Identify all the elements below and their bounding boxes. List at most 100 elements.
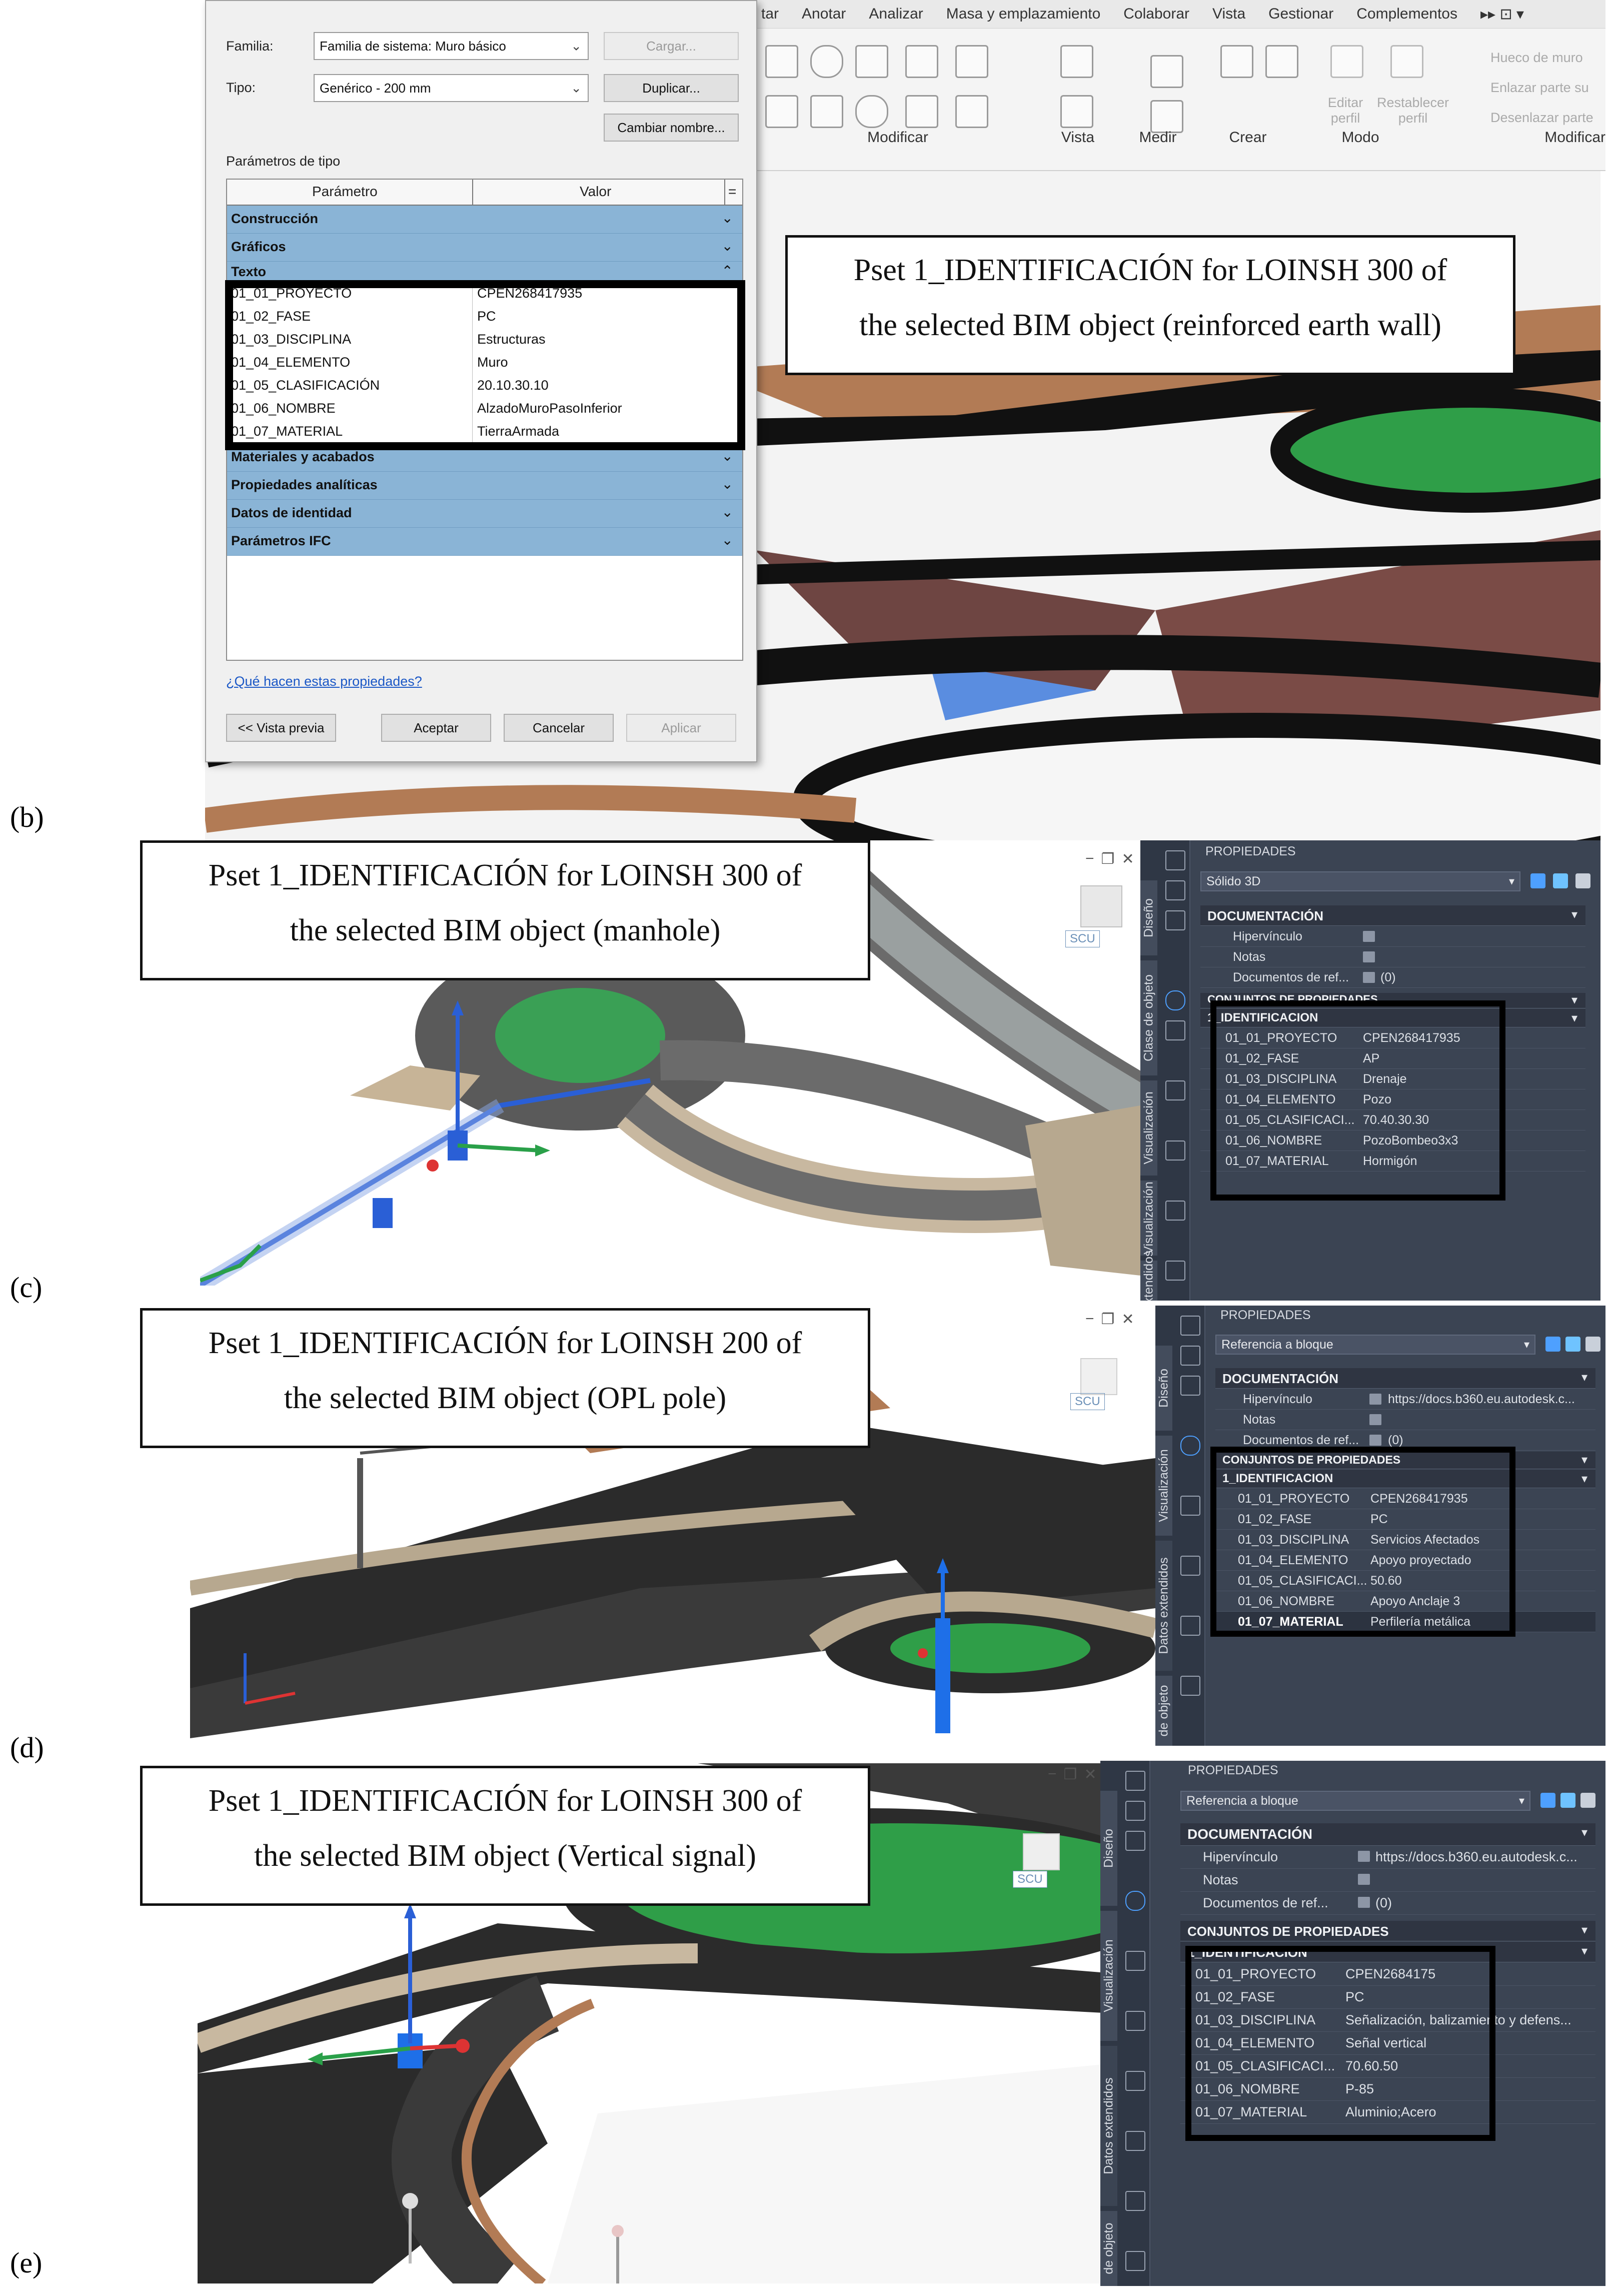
object-type-dropdown[interactable]: Referencia a bloque▾ <box>1180 1791 1530 1811</box>
tool-icon[interactable] <box>1125 2251 1145 2271</box>
viewcube-label[interactable]: SCU <box>1065 930 1100 947</box>
section-identificacion[interactable]: 1_IDENTIFICACION▾ <box>1180 1942 1595 1962</box>
dimension-icon[interactable] <box>1150 100 1183 133</box>
tool-icon[interactable] <box>1165 1201 1185 1221</box>
tool-icon[interactable] <box>1125 1951 1145 1971</box>
cargar-button[interactable]: Cargar... <box>604 32 739 60</box>
close-icon[interactable]: ✕ <box>1121 1311 1134 1328</box>
close-icon[interactable]: ✕ <box>1121 851 1134 867</box>
offset-icon[interactable] <box>810 95 843 128</box>
select-objects-icon[interactable] <box>1553 873 1568 888</box>
object-type-dropdown[interactable]: Sólido 3D▾ <box>1200 871 1520 891</box>
tool-icon[interactable] <box>1165 1140 1185 1161</box>
tool-icon[interactable] <box>1125 2071 1145 2091</box>
link-part-item[interactable]: Enlazar parte su <box>1490 80 1589 95</box>
tool-icon[interactable] <box>1165 1020 1185 1040</box>
ribbon-tab-analizar[interactable]: Analizar <box>869 6 923 22</box>
globe-icon[interactable] <box>1125 1891 1145 1911</box>
minimize-icon[interactable]: − <box>1085 850 1094 867</box>
trim-icon[interactable] <box>905 45 938 78</box>
ribbon-tab-vista[interactable]: Vista <box>1212 6 1246 22</box>
layer-icon[interactable] <box>1125 1801 1145 1821</box>
ribbon-tab-complementos[interactable]: Complementos <box>1356 6 1457 22</box>
quick-select-icon[interactable] <box>1530 873 1545 888</box>
duplicar-button[interactable]: Duplicar... <box>604 74 739 102</box>
group-construccion[interactable]: Construcción⌄ <box>227 206 742 234</box>
doc-row[interactable]: Documentos de ref...(0) <box>1215 1430 1595 1451</box>
minimize-icon[interactable]: − <box>1085 1311 1094 1327</box>
group-graficos[interactable]: Gráficos⌄ <box>227 234 742 262</box>
layer-icon[interactable] <box>1180 1346 1200 1366</box>
viewcube[interactable] <box>1080 1358 1117 1395</box>
aplicar-button[interactable]: Aplicar <box>626 714 736 742</box>
select-objects-icon[interactable] <box>1560 1793 1575 1808</box>
panel-e-properties-palette[interactable]: Diseño Visualización Datos extendidos de… <box>1100 1761 1605 2286</box>
tool-icon[interactable] <box>1180 1556 1200 1576</box>
wall-opening-item[interactable]: Hueco de muro <box>1490 50 1583 65</box>
tipo-select[interactable]: Genérico - 200 mm⌄ <box>314 74 589 102</box>
tool-icon[interactable] <box>1165 1261 1185 1281</box>
toggle-pickadd-icon[interactable] <box>1580 1793 1595 1808</box>
section-documentacion[interactable]: DOCUMENTACIÓN▾ <box>1215 1368 1595 1389</box>
tool-icon[interactable] <box>1125 2131 1145 2151</box>
group-propiedades-analiticas[interactable]: Propiedades analíticas⌄ <box>227 472 742 500</box>
section-identificacion[interactable]: 1_IDENTIFICACION▾ <box>1200 1009 1585 1027</box>
ribbon-tab-anotar[interactable]: Anotar <box>802 6 846 22</box>
side-tab-datos-extendidos[interactable]: Datos extendidos <box>1100 2046 1117 2206</box>
aceptar-button[interactable]: Aceptar <box>381 714 491 742</box>
group-parametros-ifc[interactable]: Parámetros IFC⌄ <box>227 528 742 556</box>
side-tab-visualizacion[interactable]: Visualización <box>1100 1911 1117 2041</box>
restore-icon[interactable]: ❐ <box>1101 1311 1115 1328</box>
ribbon-tab-masa[interactable]: Masa y emplazamiento <box>946 6 1101 22</box>
property-row[interactable]: 01_05_CLASIFICACI...70.40.30.30 <box>1200 1110 1585 1130</box>
side-tab-visualizacion[interactable]: Visualización <box>1140 1080 1157 1176</box>
properties-icon[interactable] <box>1180 1376 1200 1396</box>
side-tab-visualizacion-2[interactable]: Visualización <box>1140 1181 1157 1256</box>
array-icon[interactable] <box>905 95 938 128</box>
section-conjuntos[interactable]: CONJUNTOS DE PROPIEDADES▾ <box>1215 1452 1595 1469</box>
doc-row[interactable]: Hipervínculo <box>1200 926 1585 947</box>
side-tab-visualizacion[interactable]: Visualización <box>1155 1436 1172 1536</box>
viewcube-label[interactable]: SCU <box>1070 1393 1105 1410</box>
split-icon[interactable] <box>955 45 988 78</box>
object-type-dropdown[interactable]: Referencia a bloque▾ <box>1215 1335 1535 1355</box>
viewcube-label[interactable]: SCU <box>1013 1871 1047 1888</box>
doc-row[interactable]: Notas <box>1215 1410 1595 1430</box>
toggle-pickadd-icon[interactable] <box>1575 873 1590 888</box>
unlink-part-item[interactable]: Desenlazar parte <box>1490 110 1593 125</box>
restore-icon[interactable]: ❐ <box>1101 851 1115 867</box>
section-documentacion[interactable]: DOCUMENTACIÓN▾ <box>1200 905 1585 926</box>
viewport-window-controls[interactable]: −❐ ✕ <box>1085 850 1134 868</box>
side-tab-clase[interactable]: Clase de objeto <box>1140 960 1157 1075</box>
create-group-icon[interactable] <box>1265 45 1298 78</box>
help-link[interactable]: ¿Qué hacen estas propiedades? <box>226 674 422 689</box>
move-icon[interactable] <box>765 95 798 128</box>
mirror-icon[interactable] <box>855 45 888 78</box>
ribbon-tab-overflow-icon[interactable]: ▸▸ ⊡ ▾ <box>1480 6 1524 23</box>
viewcube[interactable] <box>1080 885 1122 927</box>
group-datos-identidad[interactable]: Datos de identidad⌄ <box>227 500 742 528</box>
property-row[interactable]: 01_05_CLASIFICACI...50.60 <box>1215 1571 1595 1591</box>
close-icon[interactable]: ✕ <box>1084 1766 1097 1783</box>
tool-icon[interactable] <box>1125 2011 1145 2031</box>
viewport-window-controls[interactable]: −❐ ✕ <box>1085 1311 1134 1328</box>
minimize-icon[interactable]: − <box>1048 1766 1057 1782</box>
properties-icon[interactable] <box>1165 910 1185 930</box>
section-identificacion[interactable]: 1_IDENTIFICACION▾ <box>1215 1470 1595 1488</box>
doc-row[interactable]: Documentos de ref...(0) <box>1200 967 1585 988</box>
globe-icon[interactable] <box>1165 990 1185 1010</box>
rotate-icon[interactable] <box>855 95 888 128</box>
tool-icon[interactable] <box>1180 1496 1200 1516</box>
